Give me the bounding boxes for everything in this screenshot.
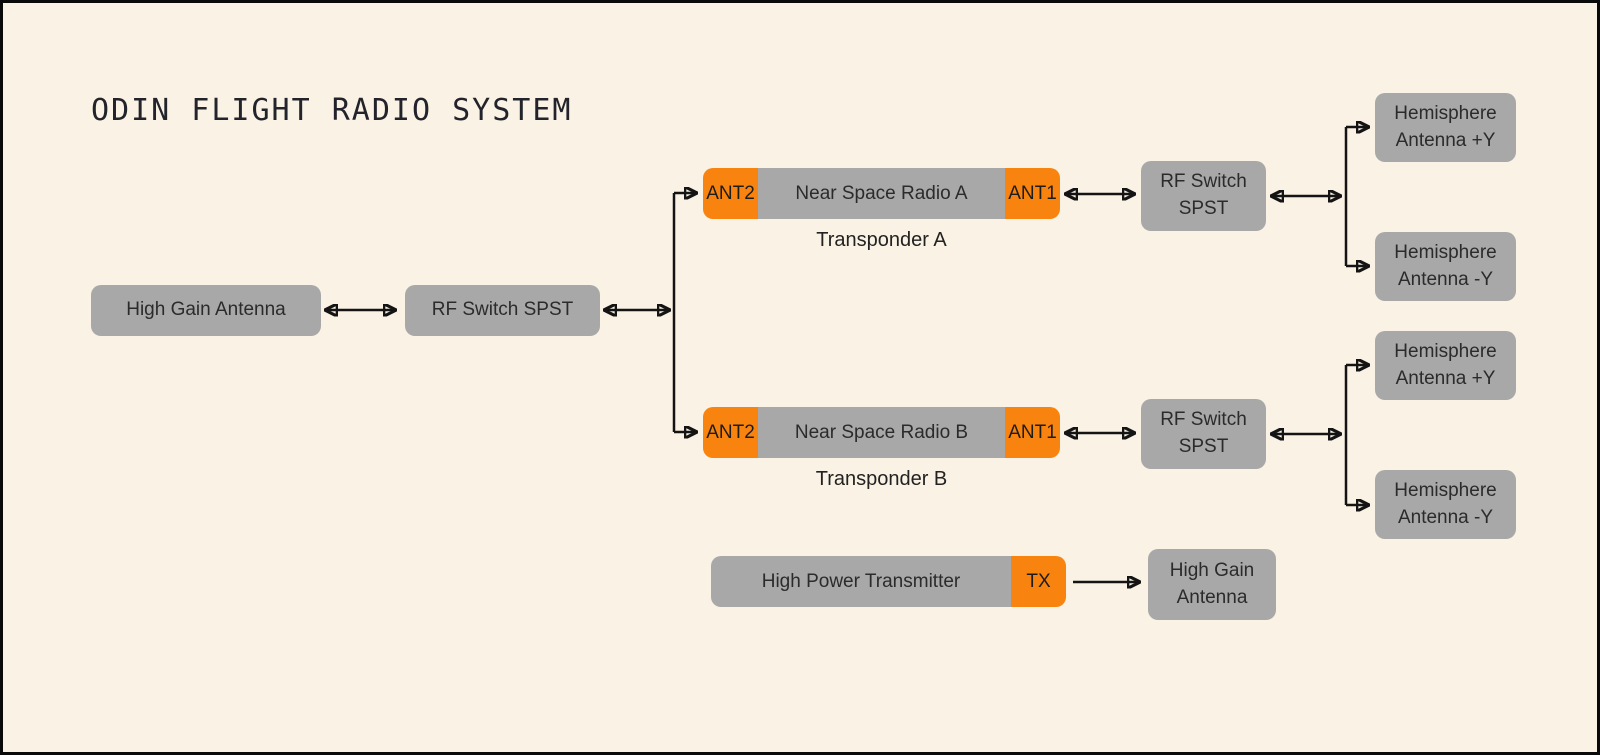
node-transponder-a: ANT2 Near Space Radio A ANT1 [703, 168, 1060, 219]
node-hemisphere-antenna-minus-y-a: Hemisphere Antenna -Y [1375, 232, 1516, 301]
node-label: High Power Transmitter [761, 570, 961, 592]
node-high-power-transmitter: High Power Transmitter TX [711, 556, 1066, 607]
port-tx: TX [1011, 556, 1066, 607]
node-label-line2: Antenna +Y [1395, 367, 1496, 389]
caption-transponder-a: Transponder A [816, 229, 947, 251]
port-ant1-a: ANT1 [1005, 168, 1060, 219]
node-label-line1: Hemisphere [1394, 479, 1497, 501]
port-label: ANT2 [706, 421, 755, 443]
node-label-line1: Hemisphere [1394, 340, 1497, 362]
node-label-line2: SPST [1178, 436, 1229, 457]
port-label: ANT1 [1008, 182, 1057, 204]
node-high-gain-antenna-out: High Gain Antenna [1148, 549, 1276, 620]
port-label: TX [1026, 570, 1051, 592]
node-label-line1: High Gain [1169, 559, 1255, 581]
port-ant2-b: ANT2 [703, 407, 758, 458]
node-hemisphere-antenna-plus-y-b: Hemisphere Antenna +Y [1375, 331, 1516, 400]
node-rf-switch-main: RF Switch SPST [405, 285, 600, 336]
port-ant1-b: ANT1 [1005, 407, 1060, 458]
node-transponder-b: ANT2 Near Space Radio B ANT1 [703, 407, 1060, 458]
caption-transponder-b: Transponder B [815, 468, 948, 490]
node-label-line1: Hemisphere [1394, 241, 1497, 263]
node-near-space-radio-b: Near Space Radio B [758, 407, 1005, 458]
node-near-space-radio-a: Near Space Radio A [758, 168, 1005, 219]
node-label-line2: Antenna +Y [1395, 129, 1496, 151]
node-high-gain-antenna-left: High Gain Antenna [91, 285, 321, 336]
node-label: RF Switch SPST [431, 299, 574, 321]
node-label-line1: Hemisphere [1394, 102, 1497, 124]
port-label: ANT1 [1008, 421, 1057, 443]
node-label: Near Space Radio B [794, 421, 969, 443]
node-label-line2: SPST [1178, 198, 1229, 219]
node-transmitter-body: High Power Transmitter [711, 556, 1011, 607]
node-label-line2: Antenna [1176, 586, 1248, 608]
diagram-title: ODIN FLIGHT RADIO SYSTEM [91, 93, 573, 128]
node-label: High Gain Antenna [126, 299, 286, 321]
node-label-line1: RF Switch [1160, 409, 1247, 431]
node-hemisphere-antenna-plus-y-a: Hemisphere Antenna +Y [1375, 93, 1516, 162]
node-label: Near Space Radio A [795, 182, 968, 204]
node-label-line2: Antenna -Y [1397, 506, 1494, 528]
node-label-line1: RF Switch [1160, 171, 1247, 193]
node-hemisphere-antenna-minus-y-b: Hemisphere Antenna -Y [1375, 470, 1516, 539]
port-ant2-a: ANT2 [703, 168, 758, 219]
node-rf-switch-b: RF Switch SPST [1141, 399, 1266, 469]
node-label-line2: Antenna -Y [1397, 268, 1494, 290]
port-label: ANT2 [706, 182, 755, 204]
node-rf-switch-a: RF Switch SPST [1141, 161, 1266, 231]
